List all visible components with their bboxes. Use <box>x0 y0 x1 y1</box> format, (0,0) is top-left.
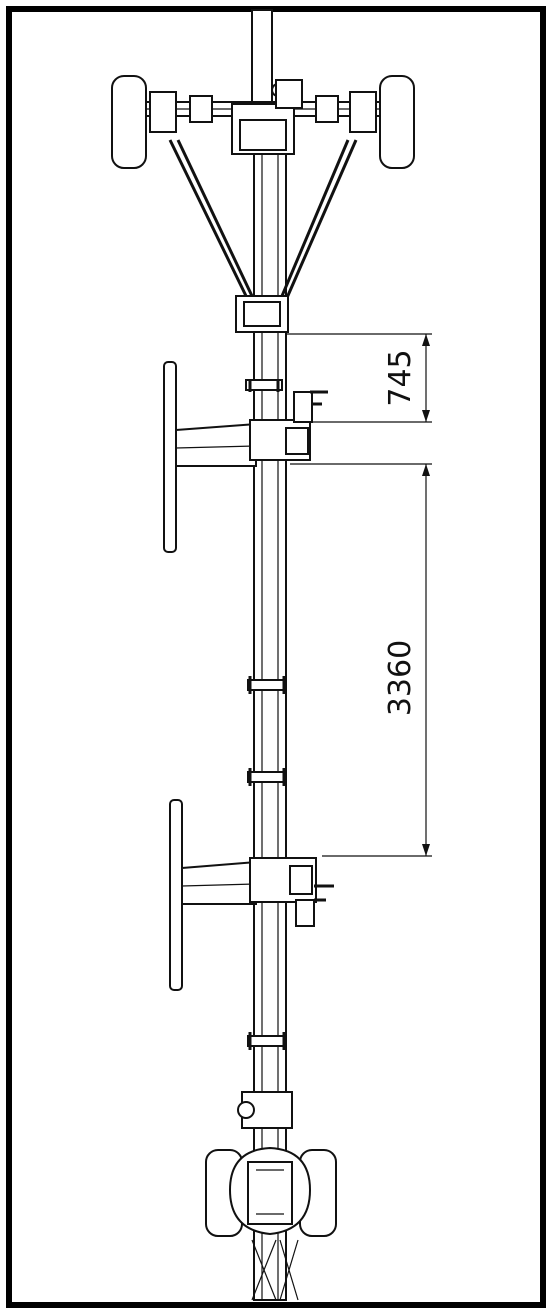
dimension-label-745: 745 <box>383 349 418 406</box>
dimension-label-3360: 3360 <box>383 640 418 716</box>
front-axle-assembly <box>111 75 415 333</box>
dimension-3360: 3360 <box>290 463 432 857</box>
upper-arm-assembly <box>163 361 328 553</box>
mid-clamps <box>247 676 287 786</box>
front-right-wheel <box>379 75 415 169</box>
front-left-wheel <box>111 75 147 169</box>
upper-crossbar <box>163 361 177 553</box>
lower-arm-assembly <box>169 799 334 991</box>
lower-crossbar <box>169 799 183 991</box>
dimension-745: 745 <box>286 333 432 423</box>
rear-hitch-assembly <box>205 1032 337 1301</box>
